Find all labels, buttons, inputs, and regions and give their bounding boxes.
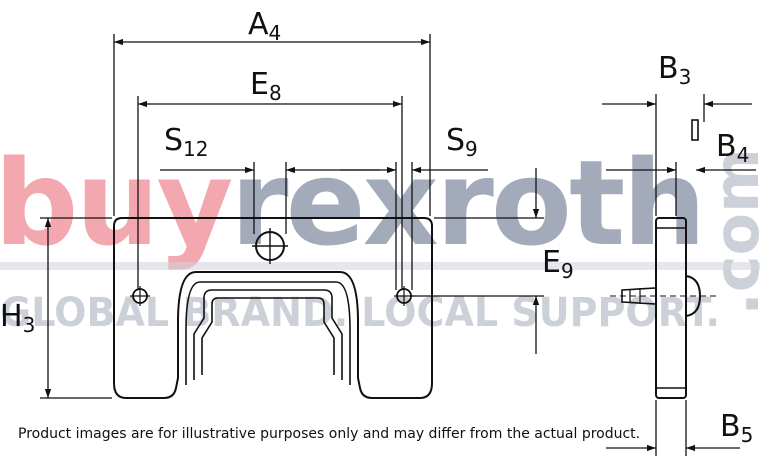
dimension-labels: A4 E8 S12 S9 E9 H3 B3 B4 B5 [0, 7, 753, 447]
watermark-bar [0, 262, 760, 270]
watermark-tagline: GLOBAL BRAND. LOCAL SUPPORT. [0, 290, 720, 336]
watermark-domain: .com [700, 148, 760, 316]
label-b5: B5 [720, 409, 753, 447]
side-top-tab [691, 119, 699, 141]
watermark: buyrexroth GLOBAL BRAND. LOCAL SUPPORT. … [0, 134, 760, 336]
side-view [610, 119, 720, 399]
front-view [113, 217, 433, 399]
label-a4: A4 [248, 7, 281, 45]
watermark-rexroth: rexroth [230, 134, 703, 272]
label-s12: S12 [164, 123, 209, 161]
block-outline [113, 217, 433, 399]
channel-profile-3 [201, 297, 335, 375]
disclaimer-text: Product images are for illustrative purp… [18, 426, 641, 442]
side-plate [655, 217, 687, 399]
mounting-holes [130, 228, 414, 306]
channel-profile-2 [193, 289, 343, 380]
watermark-brand: buyrexroth [0, 134, 703, 272]
label-h3: H3 [0, 299, 35, 337]
label-e8: E8 [250, 67, 282, 105]
dimension-lines [40, 34, 756, 456]
label-s9: S9 [446, 123, 478, 161]
side-rod [621, 287, 657, 305]
label-b3: B3 [658, 51, 691, 89]
label-b4: B4 [716, 129, 749, 167]
label-e9: E9 [542, 245, 574, 283]
watermark-buy: buy [0, 134, 231, 272]
channel-profile-1 [185, 281, 351, 385]
